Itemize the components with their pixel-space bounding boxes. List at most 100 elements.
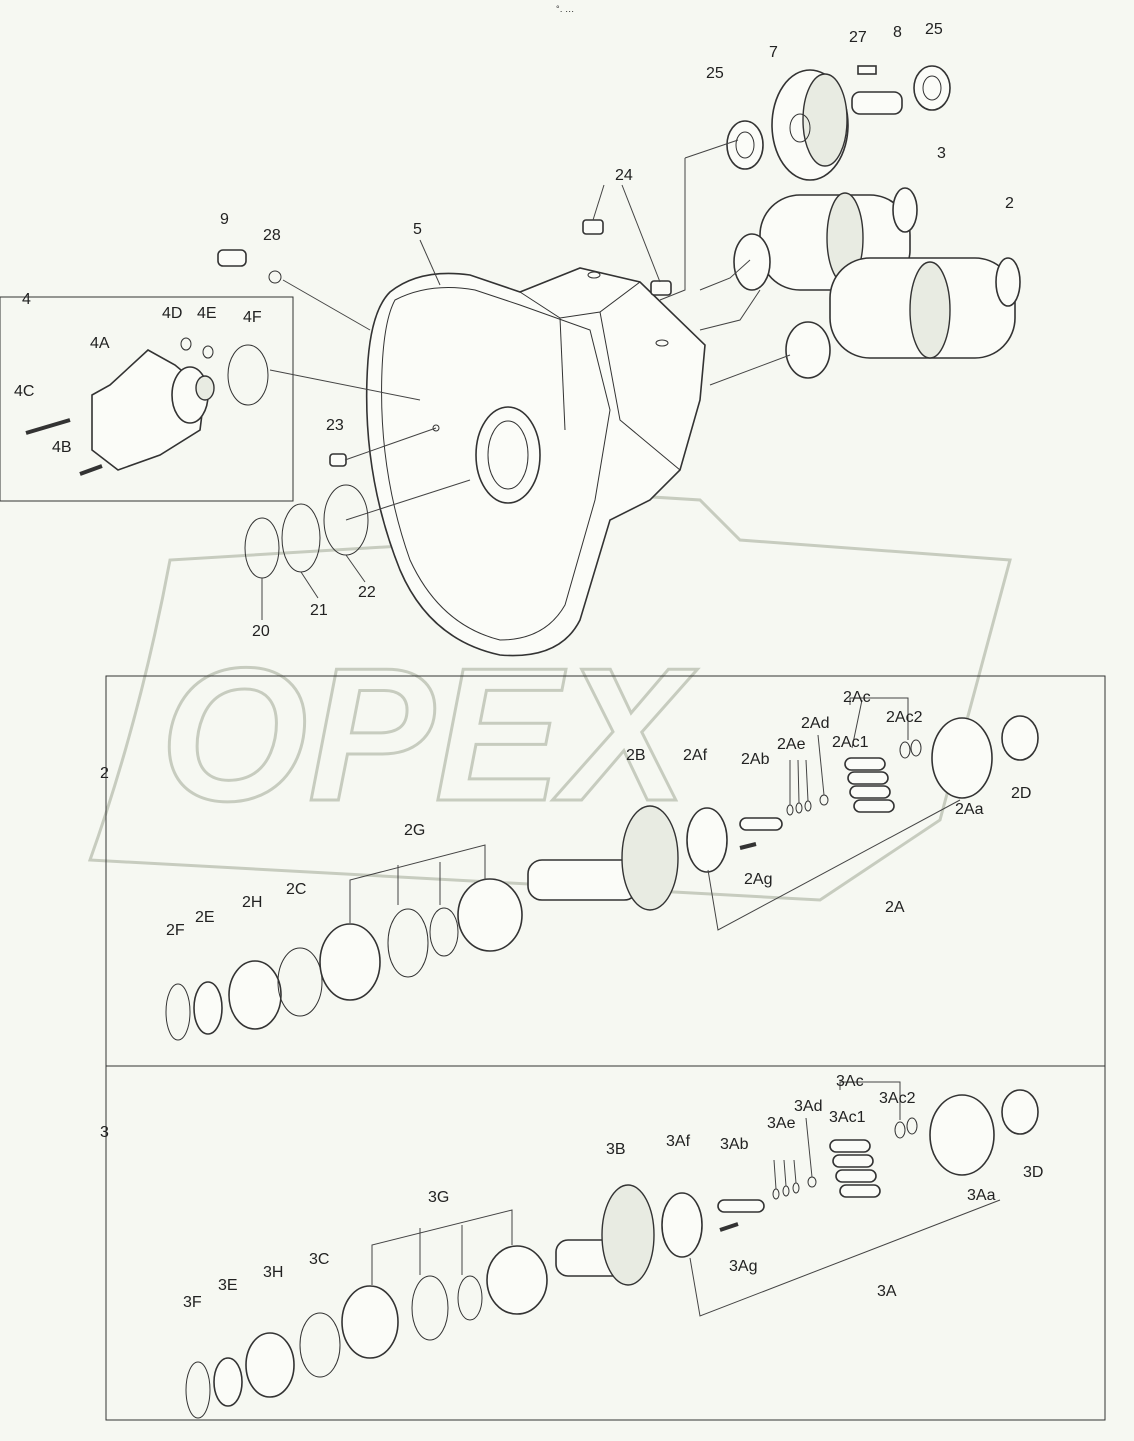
bearing-3G-1 — [341, 1285, 399, 1359]
group-3-parts — [185, 1089, 1039, 1419]
label-24: 24 — [615, 167, 633, 184]
pistons-2Ac1 — [844, 757, 895, 813]
ring-2Ac2-b — [910, 739, 922, 757]
label-3B: 3B — [606, 1141, 626, 1158]
label-22: 22 — [358, 584, 376, 601]
label-3E: 3E — [218, 1277, 238, 1294]
bearing-2G-1 — [319, 923, 381, 1001]
label-4: 4 — [22, 291, 31, 308]
o-ring-4E — [202, 345, 214, 359]
label-3Ac: 3Ac — [836, 1073, 864, 1090]
label-25-right: 25 — [925, 21, 943, 38]
shaft-8 — [851, 91, 903, 115]
housing-5 — [365, 267, 706, 657]
bolt-4C — [25, 418, 71, 435]
label-3Ad: 3Ad — [794, 1098, 822, 1115]
part-labels: 7 27 8 25 25 3 2 24 5 9 28 4 4D 4E 4F 4A… — [14, 21, 1043, 1311]
label-23: 23 — [326, 417, 344, 434]
label-4A: 4A — [90, 335, 110, 352]
label-box-3: 3 — [100, 1124, 109, 1141]
label-3Aa: 3Aa — [967, 1187, 996, 1204]
label-3Ac1: 3Ac1 — [829, 1109, 866, 1126]
group-3-box — [105, 1065, 1106, 1421]
gear-7 — [771, 69, 849, 181]
header-mark: °․ ․․․ — [556, 4, 574, 14]
cylinder-2Aa — [931, 717, 993, 799]
label-2B: 2B — [626, 747, 646, 764]
ring-3G-3 — [457, 1275, 483, 1321]
cylinder-3Aa — [929, 1094, 995, 1176]
valve-plate-2D — [1001, 715, 1039, 761]
label-2Ac1: 2Ac1 — [832, 734, 869, 751]
spring-2Ad — [819, 794, 829, 806]
label-2Ac2: 2Ac2 — [886, 709, 923, 726]
pin-2Ab — [739, 817, 783, 831]
label-2: 2 — [1005, 195, 1014, 212]
label-2E: 2E — [195, 909, 215, 926]
label-box-2: 2 — [100, 765, 109, 782]
label-4D: 4D — [162, 305, 182, 322]
ring-3Ac2 — [894, 1121, 906, 1139]
label-3Ae: 3Ae — [767, 1115, 796, 1132]
nut-3E — [213, 1357, 243, 1407]
shims-2Ae — [786, 800, 812, 816]
ring-2G-2 — [387, 908, 429, 978]
group-4-box — [0, 296, 294, 502]
plug-24-upper — [582, 219, 604, 235]
watermark: OPEX — [87, 488, 1012, 902]
label-2Ab: 2Ab — [741, 751, 770, 768]
gear-3B — [601, 1184, 655, 1286]
label-2Ae: 2Ae — [777, 736, 806, 753]
plate-2Af — [686, 807, 728, 873]
bearing-2H — [228, 960, 282, 1030]
label-3H: 3H — [263, 1264, 283, 1281]
label-8: 8 — [893, 24, 902, 41]
nut-2E — [193, 981, 223, 1035]
label-2G: 2G — [404, 822, 425, 839]
ring-3C — [299, 1312, 341, 1378]
ring-3Ac2-b — [906, 1117, 918, 1135]
plug-23 — [329, 453, 347, 467]
ring-3G-2 — [411, 1275, 449, 1341]
label-27: 27 — [849, 29, 867, 46]
ring-2G-3 — [429, 907, 459, 957]
label-2A: 2A — [885, 899, 905, 916]
label-3D: 3D — [1023, 1164, 1043, 1181]
label-2Ag: 2Ag — [744, 871, 772, 888]
o-ring-28 — [268, 270, 282, 284]
shaft-assembly-2 — [785, 257, 1021, 379]
label-7: 7 — [769, 44, 778, 61]
label-3Ab: 3Ab — [720, 1136, 749, 1153]
bearing-3H — [245, 1332, 295, 1398]
valve-plate-3D — [1001, 1089, 1039, 1135]
bearing-25-right — [913, 65, 951, 111]
label-3A: 3A — [877, 1283, 897, 1300]
key-27 — [857, 65, 877, 75]
bearing-25-left — [726, 120, 764, 170]
snap-ring-20 — [244, 517, 280, 579]
label-3Ac2: 3Ac2 — [879, 1090, 916, 1107]
snap-ring-2F — [165, 983, 191, 1041]
ring-2C — [277, 947, 323, 1017]
label-28: 28 — [263, 227, 281, 244]
label-4E: 4E — [197, 305, 217, 322]
label-2Ac: 2Ac — [843, 689, 871, 706]
label-2Ad: 2Ad — [801, 715, 829, 732]
label-21: 21 — [310, 602, 328, 619]
leader-lines-upper — [261, 139, 791, 620]
label-2D: 2D — [1011, 785, 1031, 802]
motor-4A — [91, 349, 215, 471]
label-20: 20 — [252, 623, 270, 640]
gear-2B — [621, 805, 679, 911]
label-5: 5 — [413, 221, 422, 238]
pin-3Ag — [719, 1222, 739, 1232]
pin-2Ag — [739, 842, 757, 850]
label-4C: 4C — [14, 383, 34, 400]
label-2Aa: 2Aa — [955, 801, 984, 818]
watermark-text: OPEX — [160, 629, 698, 841]
pin-3Ab — [717, 1199, 765, 1213]
o-ring-4D — [180, 337, 192, 351]
label-3: 3 — [937, 145, 946, 162]
shaft-2B — [527, 859, 639, 901]
